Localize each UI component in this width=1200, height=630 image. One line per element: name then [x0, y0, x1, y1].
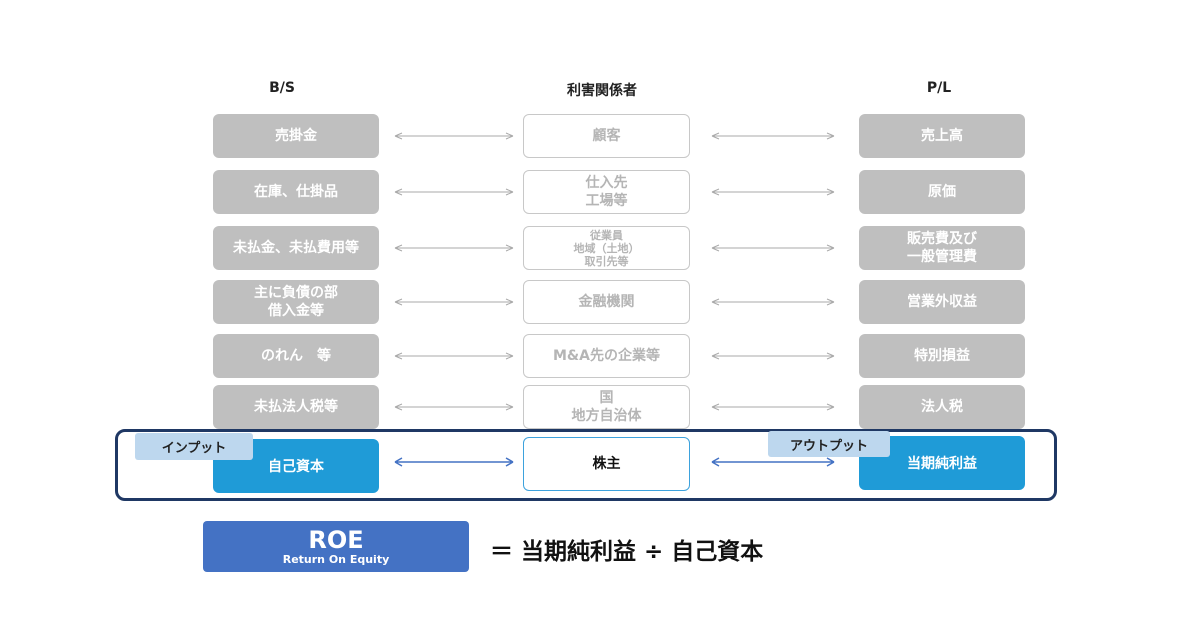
- stakeholder-item: 顧客: [523, 114, 690, 158]
- output-tag: アウトプット: [768, 431, 890, 457]
- arrow-left: [394, 132, 514, 140]
- arrow-right: [711, 403, 835, 411]
- highlight-frame: [115, 429, 1057, 501]
- bs-equity: 自己資本: [213, 439, 379, 493]
- header-bs: B/S: [269, 80, 295, 96]
- roe-formula: ＝ 当期純利益 ÷ 自己資本: [490, 539, 764, 565]
- arrow-left: [394, 188, 514, 196]
- pl-item: 営業外収益: [859, 280, 1025, 324]
- stakeholder-item: M&A先の企業等: [523, 334, 690, 378]
- input-tag: インプット: [135, 433, 253, 460]
- bs-item: のれん 等: [213, 334, 379, 378]
- arrow-right: [711, 298, 835, 306]
- pl-item: 原価: [859, 170, 1025, 214]
- stakeholder-shareholder: 株主: [523, 437, 690, 491]
- arrow-right-highlight: [711, 457, 835, 467]
- arrow-right: [711, 132, 835, 140]
- arrow-left: [394, 244, 514, 252]
- stakeholder-item: 従業員 地域（土地） 取引先等: [523, 226, 690, 270]
- bs-item: 売掛金: [213, 114, 379, 158]
- bs-item: 未払金、未払費用等: [213, 226, 379, 270]
- bs-item: 未払法人税等: [213, 385, 379, 429]
- header-stakeholders: 利害関係者: [567, 83, 637, 99]
- arrow-left: [394, 298, 514, 306]
- bs-item: 主に負債の部 借入金等: [213, 280, 379, 324]
- stakeholder-item: 仕入先 工場等: [523, 170, 690, 214]
- arrow-right: [711, 188, 835, 196]
- arrow-left-highlight: [394, 457, 514, 467]
- header-pl: P/L: [926, 80, 952, 96]
- pl-item: 売上高: [859, 114, 1025, 158]
- roe-box: ROE Return On Equity: [203, 521, 469, 572]
- arrow-right: [711, 244, 835, 252]
- bs-item: 在庫、仕掛品: [213, 170, 379, 214]
- arrow-right: [711, 352, 835, 360]
- pl-item: 販売費及び 一般管理費: [859, 226, 1025, 270]
- pl-item: 特別損益: [859, 334, 1025, 378]
- roe-subtitle: Return On Equity: [282, 553, 390, 566]
- stakeholder-item: 金融機関: [523, 280, 690, 324]
- pl-item: 法人税: [859, 385, 1025, 429]
- roe-title: ROE: [308, 526, 364, 554]
- stakeholder-item: 国 地方自治体: [523, 385, 690, 429]
- arrow-left: [394, 352, 514, 360]
- arrow-left: [394, 403, 514, 411]
